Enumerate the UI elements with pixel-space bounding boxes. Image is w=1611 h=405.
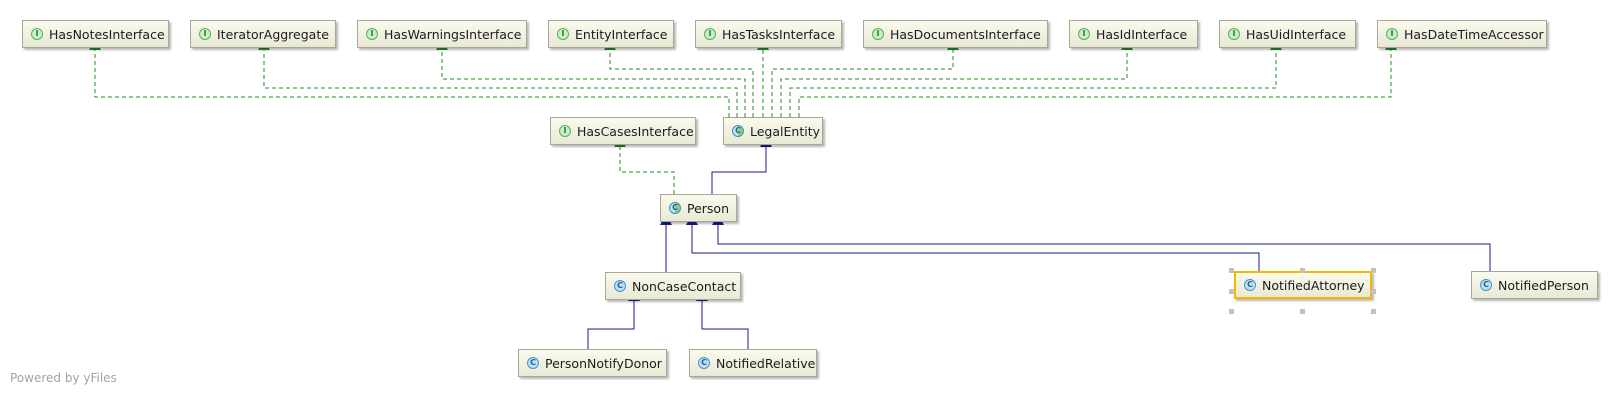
selection-handle-nw[interactable] xyxy=(1229,268,1234,273)
interface-icon: I xyxy=(1078,28,1090,40)
node-label: HasDocumentsInterface xyxy=(890,26,1041,42)
implements-edge-legalentity-hasnotesinterface xyxy=(89,39,730,117)
node-hasdatetimeaccessor[interactable]: I HasDateTimeAccessor xyxy=(1377,20,1547,48)
node-person[interactable]: C Person xyxy=(660,194,737,222)
extends-edge-personnotifydonor-noncasecontact xyxy=(587,290,640,349)
interface-icon: I xyxy=(366,28,378,40)
implements-edge-legalentity-hasidinterface xyxy=(780,39,1133,117)
extends-edge-notifiedattorney-person xyxy=(686,214,1260,271)
node-notifiedperson[interactable]: C NotifiedPerson xyxy=(1471,271,1598,299)
node-hascasesinterface[interactable]: I HasCasesInterface xyxy=(550,117,696,145)
selection-handle-s[interactable] xyxy=(1300,309,1305,314)
interface-icon: I xyxy=(559,125,571,137)
node-label: HasIdInterface xyxy=(1096,26,1188,42)
node-label: NotifiedAttorney xyxy=(1262,277,1365,293)
node-legalentity[interactable]: C LegalEntity xyxy=(723,117,823,145)
implements-edge-legalentity-iteratoraggregate xyxy=(258,39,738,117)
node-label: IteratorAggregate xyxy=(217,26,329,42)
selection-handle-e[interactable] xyxy=(1371,289,1376,294)
class-icon: C xyxy=(1244,279,1256,291)
node-haswarningsinterface[interactable]: I HasWarningsInterface xyxy=(357,20,527,48)
node-hasdocumentsinterface[interactable]: I HasDocumentsInterface xyxy=(863,20,1048,48)
interface-icon: I xyxy=(1228,28,1240,40)
selection-handle-w[interactable] xyxy=(1229,289,1234,294)
implements-edge-legalentity-hasdocumentsinterface xyxy=(771,39,959,117)
class-icon: C xyxy=(527,357,539,369)
node-label: NonCaseContact xyxy=(632,278,737,294)
node-hasuidinterface[interactable]: I HasUidInterface xyxy=(1219,20,1356,48)
node-hastasksinterface[interactable]: I HasTasksInterface xyxy=(695,20,842,48)
class-icon: C xyxy=(614,280,626,292)
interface-icon: I xyxy=(872,28,884,40)
node-label: HasTasksInterface xyxy=(722,26,836,42)
node-label: PersonNotifyDonor xyxy=(545,355,662,371)
node-label: NotifiedPerson xyxy=(1498,277,1589,293)
node-label: HasCasesInterface xyxy=(577,123,694,139)
selection-handle-sw[interactable] xyxy=(1229,309,1234,314)
node-hasidinterface[interactable]: I HasIdInterface xyxy=(1069,20,1198,48)
node-label: HasUidInterface xyxy=(1246,26,1347,42)
node-label: Person xyxy=(687,200,730,216)
node-personnotifydonor[interactable]: C PersonNotifyDonor xyxy=(518,349,667,377)
node-label: HasDateTimeAccessor xyxy=(1404,26,1544,42)
node-noncasecontact[interactable]: C NonCaseContact xyxy=(605,272,741,300)
implements-edge-person-hascasesinterface xyxy=(614,136,675,194)
selection-handle-se[interactable] xyxy=(1371,309,1376,314)
selection-handle-ne[interactable] xyxy=(1371,268,1376,273)
class-icon: C xyxy=(1480,279,1492,291)
interface-icon: I xyxy=(31,28,43,40)
extends-edge-notifiedrelative-noncasecontact xyxy=(696,290,749,349)
node-label: HasWarningsInterface xyxy=(384,26,522,42)
extends-edge-person-legalentity xyxy=(711,136,772,194)
node-label: NotifiedRelative xyxy=(716,355,816,371)
node-hasnotesinterface[interactable]: I HasNotesInterface xyxy=(22,20,169,48)
node-label: HasNotesInterface xyxy=(49,26,165,42)
extends-edge-notifiedperson-person xyxy=(712,214,1491,271)
interface-icon: I xyxy=(199,28,211,40)
node-entityinterface[interactable]: I EntityInterface xyxy=(548,20,674,48)
implements-edge-legalentity-hasuidinterface xyxy=(789,39,1282,117)
implements-edge-legalentity-hasdatetimeaccessor xyxy=(798,39,1397,117)
abstract-class-icon: C xyxy=(732,125,744,137)
node-label: LegalEntity xyxy=(750,123,820,139)
node-label: EntityInterface xyxy=(575,26,668,42)
class-icon: C xyxy=(698,357,710,369)
powered-by-label: Powered by yFiles xyxy=(10,371,117,385)
interface-icon: I xyxy=(704,28,716,40)
implements-edge-legalentity-haswarningsinterface xyxy=(436,39,746,117)
interface-icon: I xyxy=(557,28,569,40)
node-iteratoraggregate[interactable]: I IteratorAggregate xyxy=(190,20,336,48)
node-notifiedattorney[interactable]: C NotifiedAttorney xyxy=(1234,271,1372,299)
selection-handle-n[interactable] xyxy=(1300,268,1305,273)
implements-edge-legalentity-entityinterface xyxy=(604,39,754,117)
abstract-class-icon: C xyxy=(669,202,681,214)
node-notifiedrelative[interactable]: C NotifiedRelative xyxy=(689,349,817,377)
interface-icon: I xyxy=(1386,28,1398,40)
